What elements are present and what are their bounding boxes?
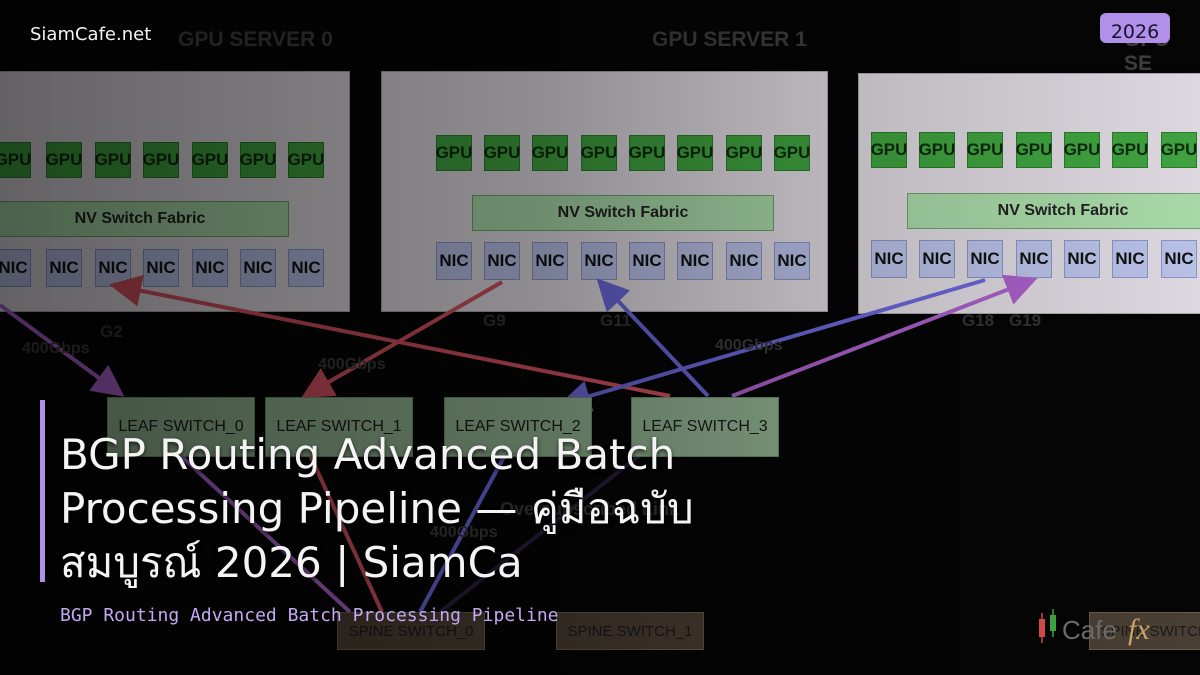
accent-bar: [40, 400, 45, 582]
link-leaf3-to-nic-g11: [596, 278, 710, 398]
link-nic-g9-to-leaf1: [301, 280, 503, 398]
spine-switch-1: SPINE SWITCH_1: [556, 612, 704, 650]
article-subtitle: BGP Routing Advanced Batch Processing Pi…: [60, 605, 559, 626]
link-label: 400Gbps: [22, 340, 90, 357]
link-leaf3-to-nic-g2: [109, 274, 671, 398]
link-label: 400Gbps: [318, 356, 386, 373]
fx-logo: Cafe fx: [1039, 609, 1150, 646]
link-label: 400Gbps: [715, 337, 783, 354]
site-name[interactable]: SiamCafe.net: [30, 24, 152, 45]
article-headline: BGP Routing Advanced Batch Processing Pi…: [60, 430, 694, 587]
year-badge: 2026: [1100, 13, 1170, 43]
svg-text:fx: fx: [1128, 613, 1150, 646]
svg-text:Cafe: Cafe: [1062, 615, 1117, 645]
